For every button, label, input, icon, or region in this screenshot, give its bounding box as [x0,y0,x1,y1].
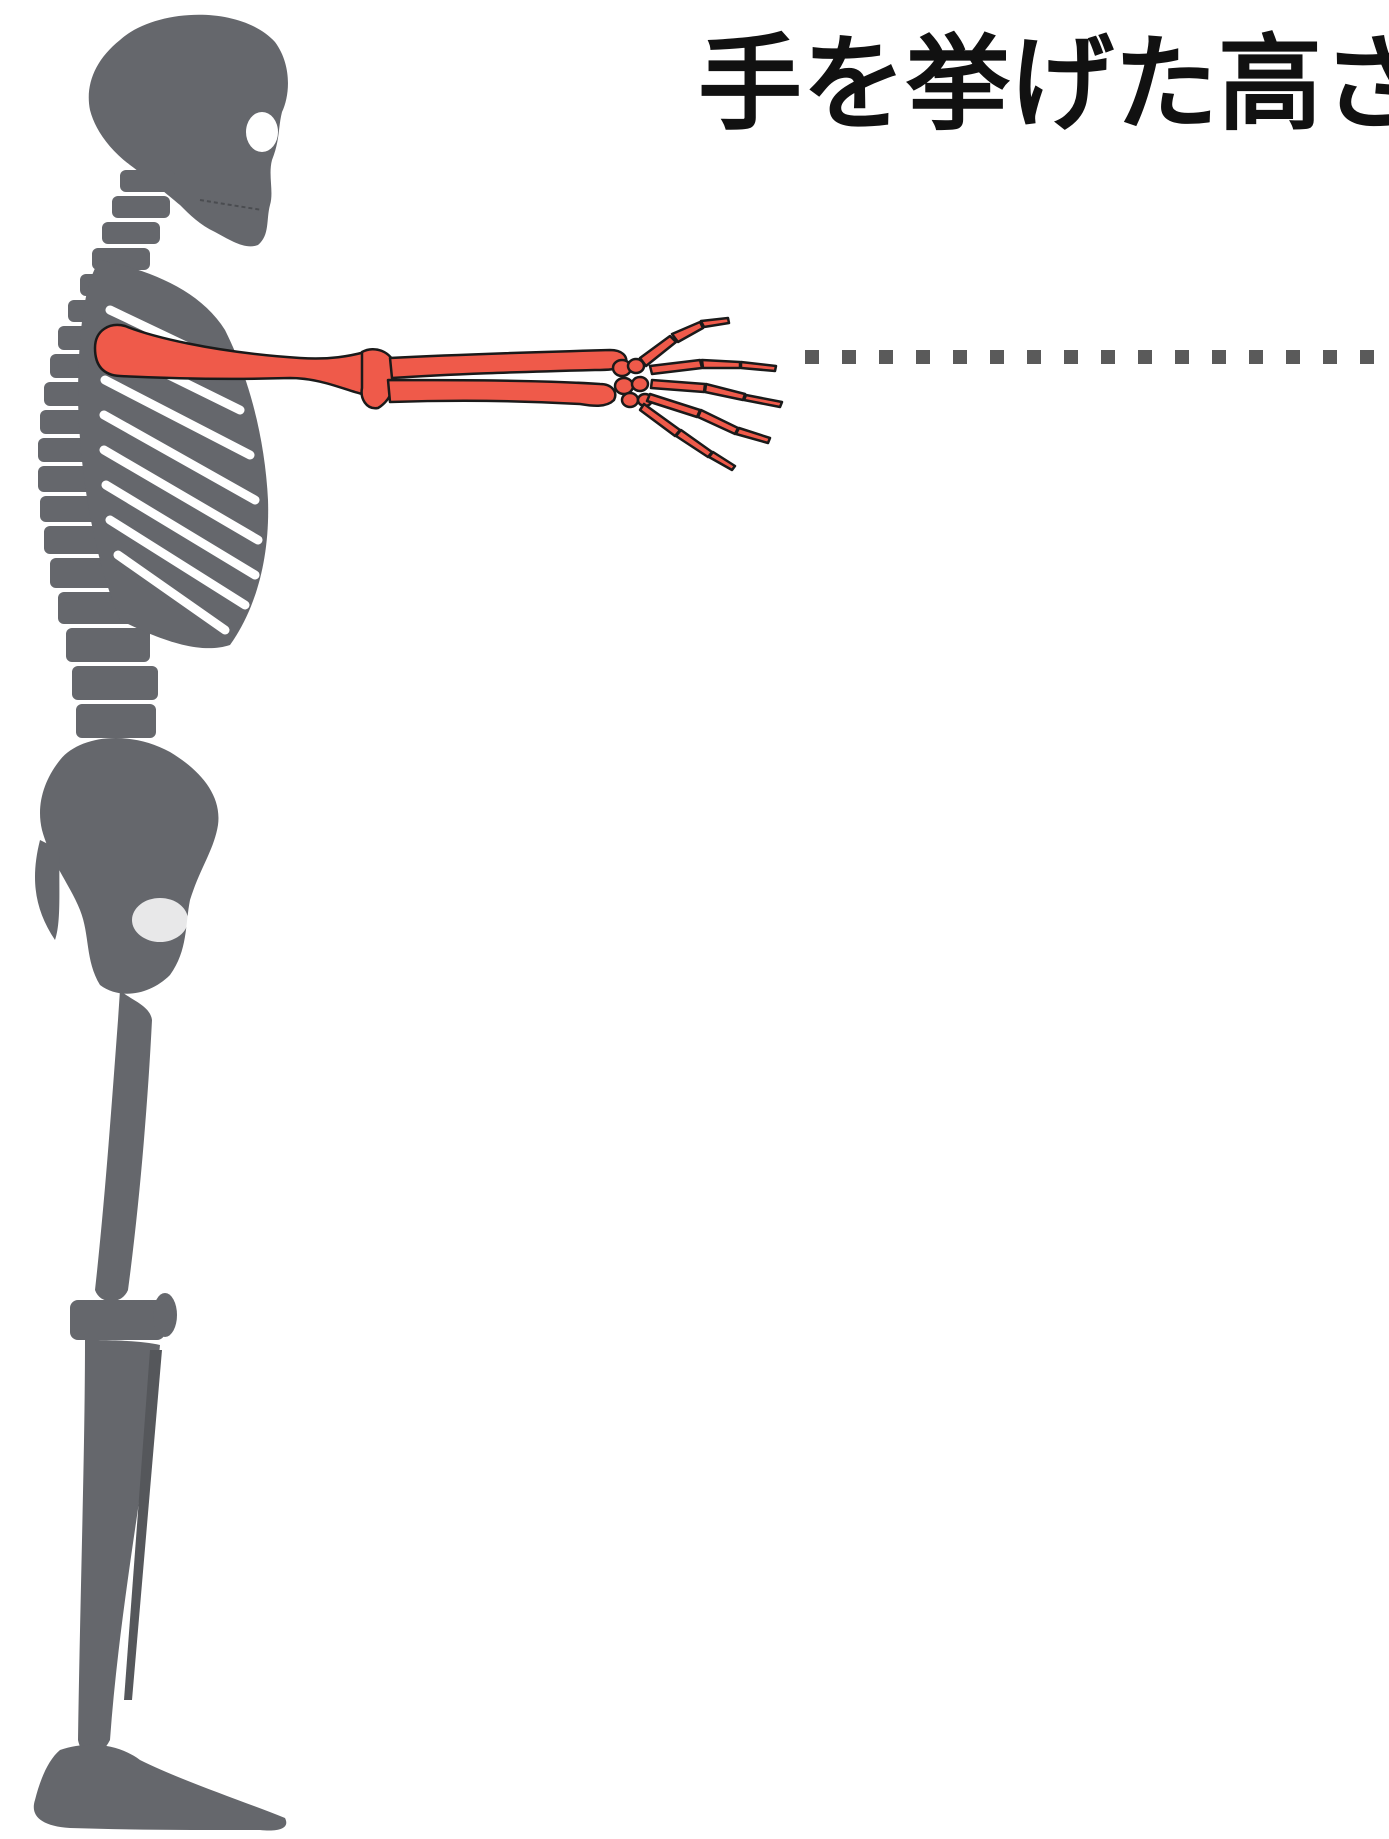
guide-dot [1323,350,1337,364]
skeleton-body [34,15,288,1831]
foot [34,1745,287,1831]
guide-dot [990,350,1004,364]
patella [153,1293,177,1337]
guide-dot [1249,350,1263,364]
guide-dot [1212,350,1226,364]
hand-height-guide-line [805,350,1374,364]
sacrum [35,840,60,940]
ulna [388,380,615,406]
guide-dot [842,350,856,364]
hip-socket [132,898,188,942]
eye-socket [246,112,278,152]
knee-joint [70,1300,165,1340]
guide-dot [1360,350,1374,364]
guide-dot [1101,350,1115,364]
guide-dot [879,350,893,364]
guide-dot [1027,350,1041,364]
guide-dot [1064,350,1078,364]
guide-dot [1286,350,1300,364]
radius [390,350,626,378]
guide-dot [953,350,967,364]
guide-dot [1175,350,1189,364]
pelvis [40,738,218,994]
guide-dot [916,350,930,364]
guide-dot [805,350,819,364]
guide-dot [1138,350,1152,364]
femur [95,990,152,1301]
fingers [640,318,782,470]
